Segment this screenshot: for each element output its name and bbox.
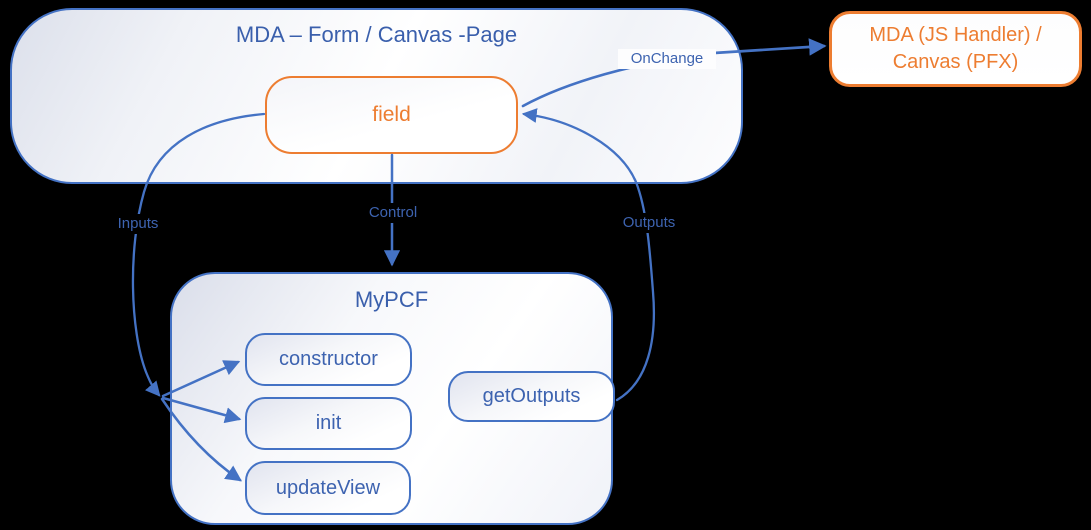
mypcf-title: MyPCF: [354, 287, 429, 312]
handler-label-line1: MDA (JS Handler) /: [869, 24, 1042, 46]
getoutputs-box: getOutputs: [448, 371, 615, 422]
handler-label-line2: Canvas (PFX): [892, 51, 1019, 73]
outputs-label: Outputs: [610, 213, 688, 233]
updateview-label: updateView: [275, 476, 381, 499]
getoutputs-label: getOutputs: [482, 385, 581, 407]
init-box: init: [245, 397, 412, 450]
inputs-label: Inputs: [106, 214, 170, 234]
constructor-box: constructor: [245, 333, 412, 386]
field-box: field: [265, 76, 518, 154]
constructor-label: constructor: [279, 348, 378, 370]
onchange-label: OnChange: [618, 49, 716, 69]
field-label: field: [372, 103, 411, 126]
mda-js-handler-canvas-pfx-box: MDA (JS Handler) / Canvas (PFX): [829, 11, 1082, 87]
updateview-box: updateView: [245, 461, 411, 515]
mda-form-canvas-page-title: MDA – Form / Canvas -Page: [235, 22, 518, 47]
init-label: init: [315, 412, 342, 434]
control-label: Control: [356, 203, 430, 223]
